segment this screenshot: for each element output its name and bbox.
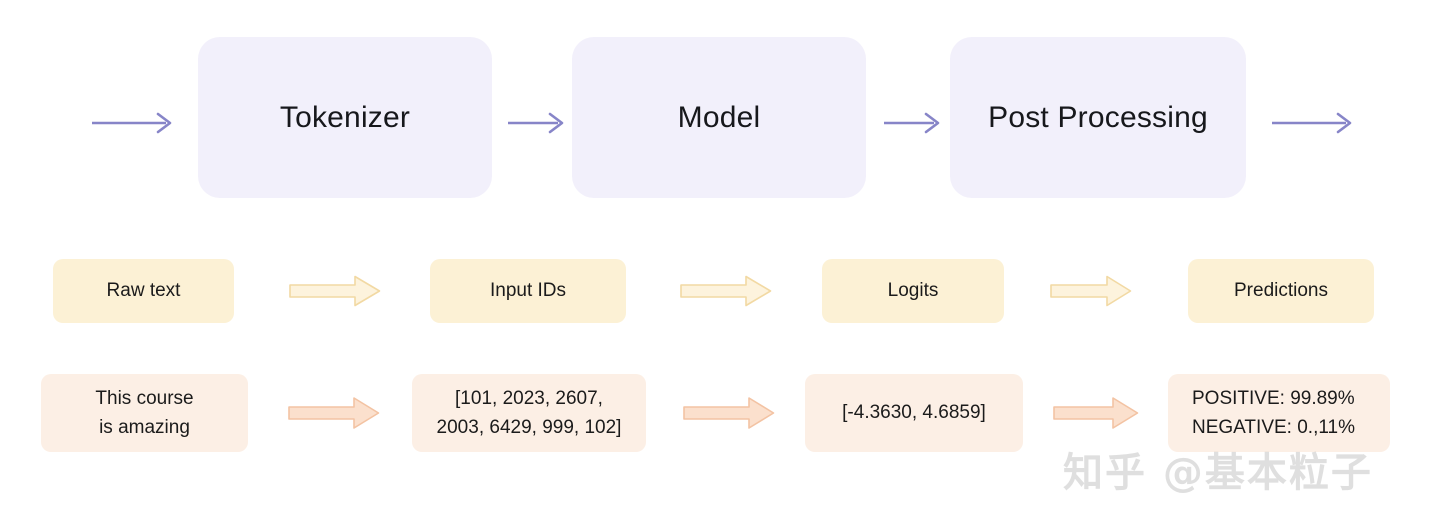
arrow-logits-to-predictions-icon [1050, 275, 1132, 307]
label-text-predictions: Predictions [1234, 279, 1328, 301]
arrow-model-to-post-processing-icon [884, 111, 942, 135]
arrow-logits-to-prediction-icon [1053, 396, 1139, 430]
value-box-logits[interactable]: [-4.3630, 4.6859] [805, 374, 1023, 452]
label-text-input-ids: Input IDs [489, 279, 567, 301]
arrow-input-ids-to-logits-icon [680, 275, 772, 307]
stage-label-model: Model [677, 100, 761, 134]
arrow-raw-text-to-input-ids-icon [289, 275, 381, 307]
arrow-ids-to-logits-icon [683, 396, 775, 430]
arrow-out-of-post-processing-icon [1272, 111, 1354, 135]
value-box-input-ids[interactable]: [101, 2023, 2607, 2003, 6429, 999, 102] [412, 374, 646, 452]
stage-label-tokenizer: Tokenizer [279, 100, 411, 134]
arrow-tokenizer-to-model-icon [508, 111, 566, 135]
watermark: 知乎 @基本粒子 [1063, 450, 1373, 496]
value-text-raw-text: This course is amazing [95, 387, 194, 438]
stage-label-post-processing: Post Processing [988, 100, 1208, 134]
value-box-raw-text[interactable]: This course is amazing [41, 374, 248, 452]
label-text-logits: Logits [887, 279, 939, 301]
value-box-predictions[interactable]: POSITIVE: 99.89% NEGATIVE: 0.,11% [1168, 374, 1390, 452]
label-box-raw-text[interactable]: Raw text [53, 259, 234, 323]
arrow-into-tokenizer-icon [92, 111, 174, 135]
label-text-raw-text: Raw text [106, 279, 181, 301]
arrow-text-to-ids-icon [288, 396, 380, 430]
stage-box-tokenizer[interactable]: Tokenizer [198, 37, 492, 198]
label-box-logits[interactable]: Logits [822, 259, 1004, 323]
stage-box-post-processing[interactable]: Post Processing [950, 37, 1246, 198]
value-text-input-ids: [101, 2023, 2607, 2003, 6429, 999, 102] [436, 387, 622, 438]
value-text-logits: [-4.3630, 4.6859] [842, 401, 986, 423]
label-box-input-ids[interactable]: Input IDs [430, 259, 626, 323]
label-box-predictions[interactable]: Predictions [1188, 259, 1374, 323]
value-text-predictions: POSITIVE: 99.89% NEGATIVE: 0.,11% [1192, 387, 1355, 438]
stage-box-model[interactable]: Model [572, 37, 866, 198]
